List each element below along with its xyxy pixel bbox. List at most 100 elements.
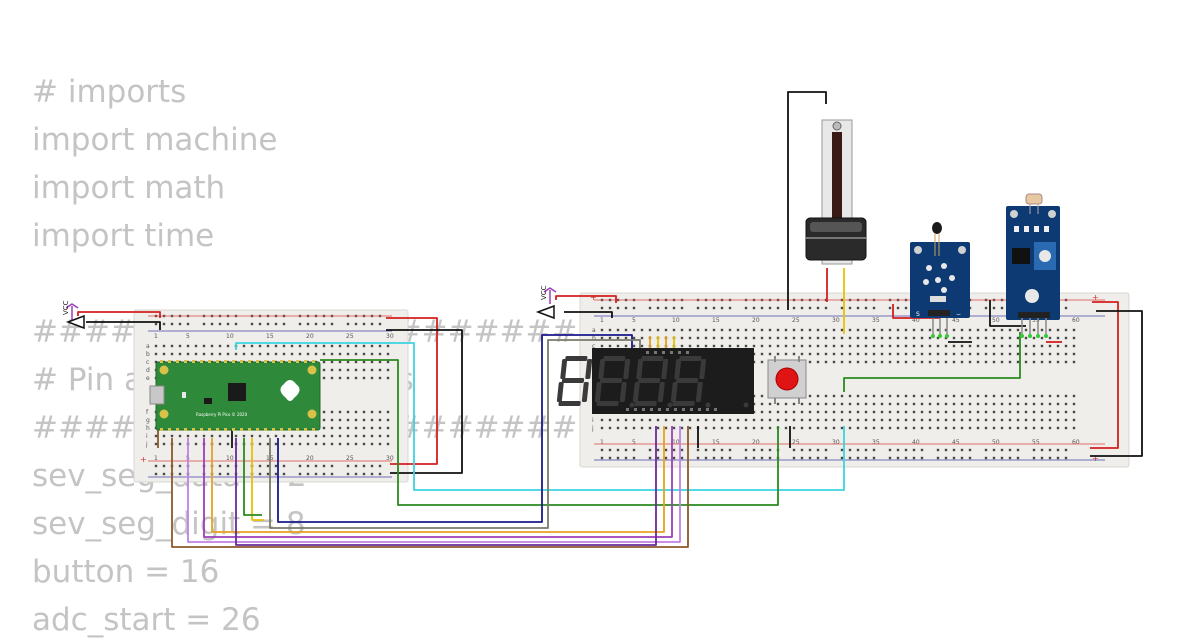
hole[interactable] bbox=[984, 410, 988, 414]
hole[interactable] bbox=[346, 442, 350, 446]
rail-hole[interactable] bbox=[856, 448, 860, 452]
rail-hole[interactable] bbox=[808, 306, 812, 310]
hole[interactable] bbox=[808, 418, 812, 422]
hole[interactable] bbox=[370, 418, 374, 422]
hole[interactable] bbox=[282, 434, 286, 438]
hole[interactable] bbox=[178, 434, 182, 438]
hole[interactable] bbox=[760, 402, 764, 406]
hole[interactable] bbox=[816, 336, 820, 340]
hole[interactable] bbox=[752, 328, 756, 332]
hole[interactable] bbox=[720, 418, 724, 422]
hole[interactable] bbox=[354, 344, 358, 348]
hole[interactable] bbox=[250, 344, 254, 348]
hole[interactable] bbox=[984, 360, 988, 364]
rail-hole[interactable] bbox=[696, 456, 700, 460]
wire-red[interactable] bbox=[1090, 301, 1119, 449]
rail-hole[interactable] bbox=[330, 472, 334, 476]
rail-hole[interactable] bbox=[1064, 456, 1068, 460]
hole[interactable] bbox=[776, 410, 780, 414]
hole[interactable] bbox=[354, 418, 358, 422]
hole[interactable] bbox=[1064, 336, 1068, 340]
rail-hole[interactable] bbox=[800, 306, 804, 310]
hole[interactable] bbox=[194, 344, 198, 348]
wire-black[interactable] bbox=[564, 311, 613, 318]
hole[interactable] bbox=[226, 352, 230, 356]
hole[interactable] bbox=[386, 344, 390, 348]
rail-hole[interactable] bbox=[712, 448, 716, 452]
hole[interactable] bbox=[968, 402, 972, 406]
wire-gray[interactable] bbox=[269, 339, 641, 529]
hole[interactable] bbox=[928, 336, 932, 340]
hole[interactable] bbox=[1040, 344, 1044, 348]
rail-hole[interactable] bbox=[664, 306, 668, 310]
hole[interactable] bbox=[912, 336, 916, 340]
hole[interactable] bbox=[354, 368, 358, 372]
rail-hole[interactable] bbox=[162, 472, 166, 476]
hole[interactable] bbox=[864, 426, 868, 430]
hole[interactable] bbox=[170, 344, 174, 348]
hole[interactable] bbox=[386, 376, 390, 380]
hole[interactable] bbox=[920, 336, 924, 340]
hole[interactable] bbox=[306, 344, 310, 348]
rail-hole[interactable] bbox=[632, 448, 636, 452]
rail-hole[interactable] bbox=[752, 306, 756, 310]
hole[interactable] bbox=[856, 336, 860, 340]
hole[interactable] bbox=[378, 442, 382, 446]
hole[interactable] bbox=[952, 410, 956, 414]
hole[interactable] bbox=[170, 434, 174, 438]
hole[interactable] bbox=[912, 344, 916, 348]
hole[interactable] bbox=[330, 368, 334, 372]
hole[interactable] bbox=[920, 328, 924, 332]
hole[interactable] bbox=[800, 418, 804, 422]
hole[interactable] bbox=[1072, 394, 1076, 398]
hole[interactable] bbox=[322, 352, 326, 356]
hole[interactable] bbox=[1064, 410, 1068, 414]
hole[interactable] bbox=[784, 344, 788, 348]
hole[interactable] bbox=[960, 336, 964, 340]
hole[interactable] bbox=[936, 336, 940, 340]
hole[interactable] bbox=[322, 442, 326, 446]
hole[interactable] bbox=[792, 336, 796, 340]
hole[interactable] bbox=[370, 360, 374, 364]
hole[interactable] bbox=[178, 344, 182, 348]
hole[interactable] bbox=[776, 328, 780, 332]
hole[interactable] bbox=[1000, 426, 1004, 430]
rail-hole[interactable] bbox=[664, 448, 668, 452]
hole[interactable] bbox=[736, 426, 740, 430]
hole[interactable] bbox=[928, 344, 932, 348]
hole[interactable] bbox=[976, 418, 980, 422]
hole[interactable] bbox=[920, 426, 924, 430]
rail-hole[interactable] bbox=[298, 322, 302, 326]
hole[interactable] bbox=[1000, 336, 1004, 340]
hole[interactable] bbox=[250, 434, 254, 438]
hole[interactable] bbox=[1072, 418, 1076, 422]
rail-hole[interactable] bbox=[314, 322, 318, 326]
vcc-marker-right[interactable]: VCC bbox=[535, 285, 557, 320]
hole[interactable] bbox=[928, 418, 932, 422]
rail-hole[interactable] bbox=[768, 448, 772, 452]
hole[interactable] bbox=[640, 426, 644, 430]
hole[interactable] bbox=[984, 426, 988, 430]
rail-hole[interactable] bbox=[226, 322, 230, 326]
hole[interactable] bbox=[362, 344, 366, 348]
rail-hole[interactable] bbox=[1048, 448, 1052, 452]
hole[interactable] bbox=[1032, 426, 1036, 430]
hole[interactable] bbox=[896, 394, 900, 398]
hole[interactable] bbox=[640, 336, 644, 340]
hole[interactable] bbox=[1048, 352, 1052, 356]
hole[interactable] bbox=[346, 344, 350, 348]
hole[interactable] bbox=[992, 360, 996, 364]
hole[interactable] bbox=[888, 344, 892, 348]
hole[interactable] bbox=[864, 410, 868, 414]
hole[interactable] bbox=[1032, 336, 1036, 340]
hole[interactable] bbox=[362, 368, 366, 372]
hole[interactable] bbox=[218, 344, 222, 348]
hole[interactable] bbox=[872, 328, 876, 332]
hole[interactable] bbox=[872, 394, 876, 398]
hole[interactable] bbox=[258, 344, 262, 348]
rail-hole[interactable] bbox=[608, 306, 612, 310]
hole[interactable] bbox=[1008, 344, 1012, 348]
rail-hole[interactable] bbox=[904, 456, 908, 460]
hole[interactable] bbox=[1032, 394, 1036, 398]
rail-hole[interactable] bbox=[904, 306, 908, 310]
